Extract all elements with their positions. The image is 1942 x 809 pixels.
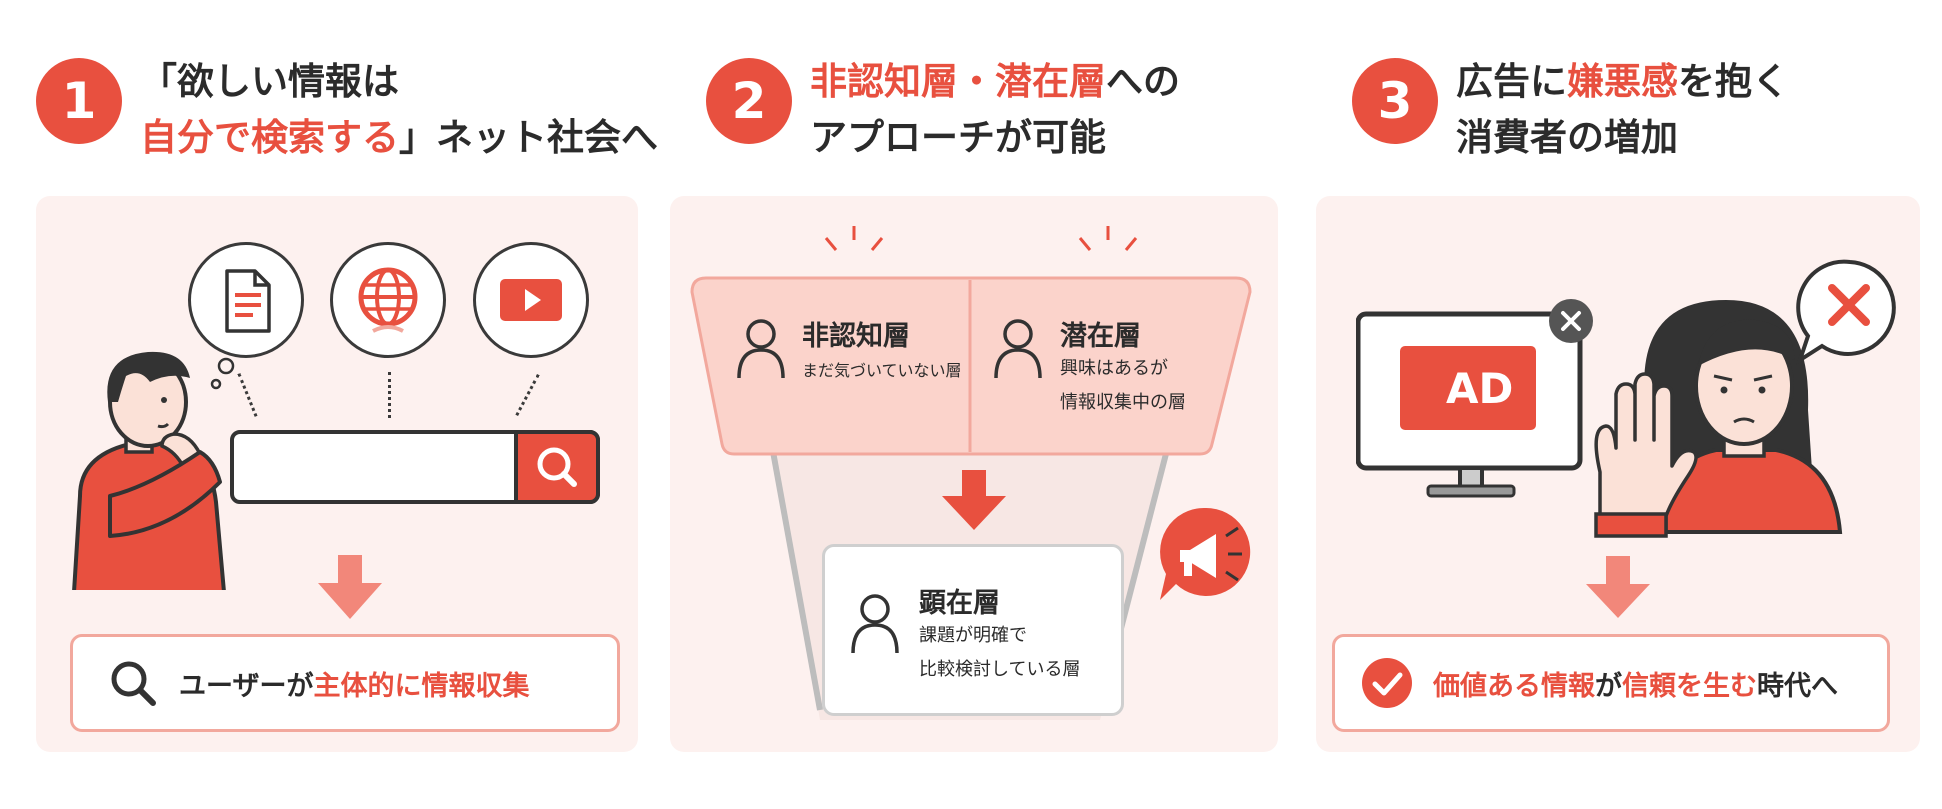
- arrow-down-icon: [318, 555, 382, 619]
- section-title: 非認知層・潜在層への アプローチが可能: [810, 54, 1180, 166]
- close-icon: [1549, 299, 1593, 343]
- arrow-down-icon: [942, 470, 1006, 530]
- person-icon: [737, 319, 785, 379]
- arrow-down-icon: [1586, 556, 1650, 618]
- step-number-badge: 2: [706, 58, 792, 144]
- result-text: 価値ある情報が信頼を生む時代へ: [1433, 670, 1838, 702]
- megaphone-icon: [1160, 507, 1251, 600]
- rejecting-woman-illustration: [1594, 300, 1843, 538]
- sparkle-icon: [824, 226, 884, 251]
- speech-bubble-x-icon: [1796, 259, 1896, 365]
- person-icon: [994, 319, 1042, 379]
- layer-desc: 興味はあるが 情報収集中の層: [1060, 358, 1186, 413]
- layer-desc: まだ気づいていない層: [802, 361, 962, 380]
- title-line-2: 消費者の増加: [1456, 116, 1678, 159]
- title-line-1: 広告に嫌悪感を抱く: [1456, 60, 1789, 103]
- check-circle-icon: [1362, 658, 1412, 708]
- section-title: 広告に嫌悪感を抱く 消費者の増加: [1456, 54, 1789, 166]
- step-number-badge: 1: [36, 58, 122, 144]
- search-icon: [111, 661, 156, 706]
- video-play-icon: [473, 242, 589, 358]
- layer-desc: 課題が明確で 比較検討している層: [919, 625, 1081, 680]
- globe-icon: [330, 242, 446, 358]
- sparkle-icon: [1078, 226, 1138, 251]
- layer-name: 非認知層: [802, 321, 910, 352]
- thinking-person-illustration: [72, 351, 235, 590]
- layer-manifest: 顕在層 課題が明確で 比較検討している層: [822, 544, 1124, 716]
- ad-banner-label: AD: [1446, 364, 1514, 413]
- result-box: 価値ある情報が信頼を生む時代へ: [1332, 634, 1890, 732]
- search-button: [514, 430, 600, 504]
- document-icon: [188, 242, 304, 358]
- layer-name: 潜在層: [1060, 321, 1141, 352]
- title-line-1: 「欲しい情報は: [140, 60, 399, 103]
- section-ad-aversion: 3 広告に嫌悪感を抱く 消費者の増加 AD: [1296, 0, 1942, 809]
- person-icon: [851, 594, 899, 654]
- title-line-2: 自分で検索する」ネット社会へ: [140, 116, 658, 159]
- section-title: 「欲しい情報は 自分で検索する」ネット社会へ: [140, 54, 658, 166]
- result-box: ユーザーが主体的に情報収集: [70, 634, 620, 732]
- monitor-ad-illustration: [1356, 311, 1583, 498]
- title-line-1: 非認知層・潜在層への: [810, 60, 1180, 103]
- connector-dots: [388, 372, 391, 418]
- search-icon: [537, 447, 577, 487]
- title-line-2: アプローチが可能: [810, 116, 1106, 159]
- step-number-badge: 3: [1352, 58, 1438, 144]
- search-bar: [230, 430, 600, 504]
- section-search-society: 1 「欲しい情報は 自分で検索する」ネット社会へ: [0, 0, 658, 809]
- section-audience-layers: 2 非認知層・潜在層への アプローチが可能 非認知層 まだ気づいていない層: [650, 0, 1296, 809]
- layer-name: 顕在層: [919, 588, 1000, 619]
- result-text: ユーザーが主体的に情報収集: [179, 670, 530, 702]
